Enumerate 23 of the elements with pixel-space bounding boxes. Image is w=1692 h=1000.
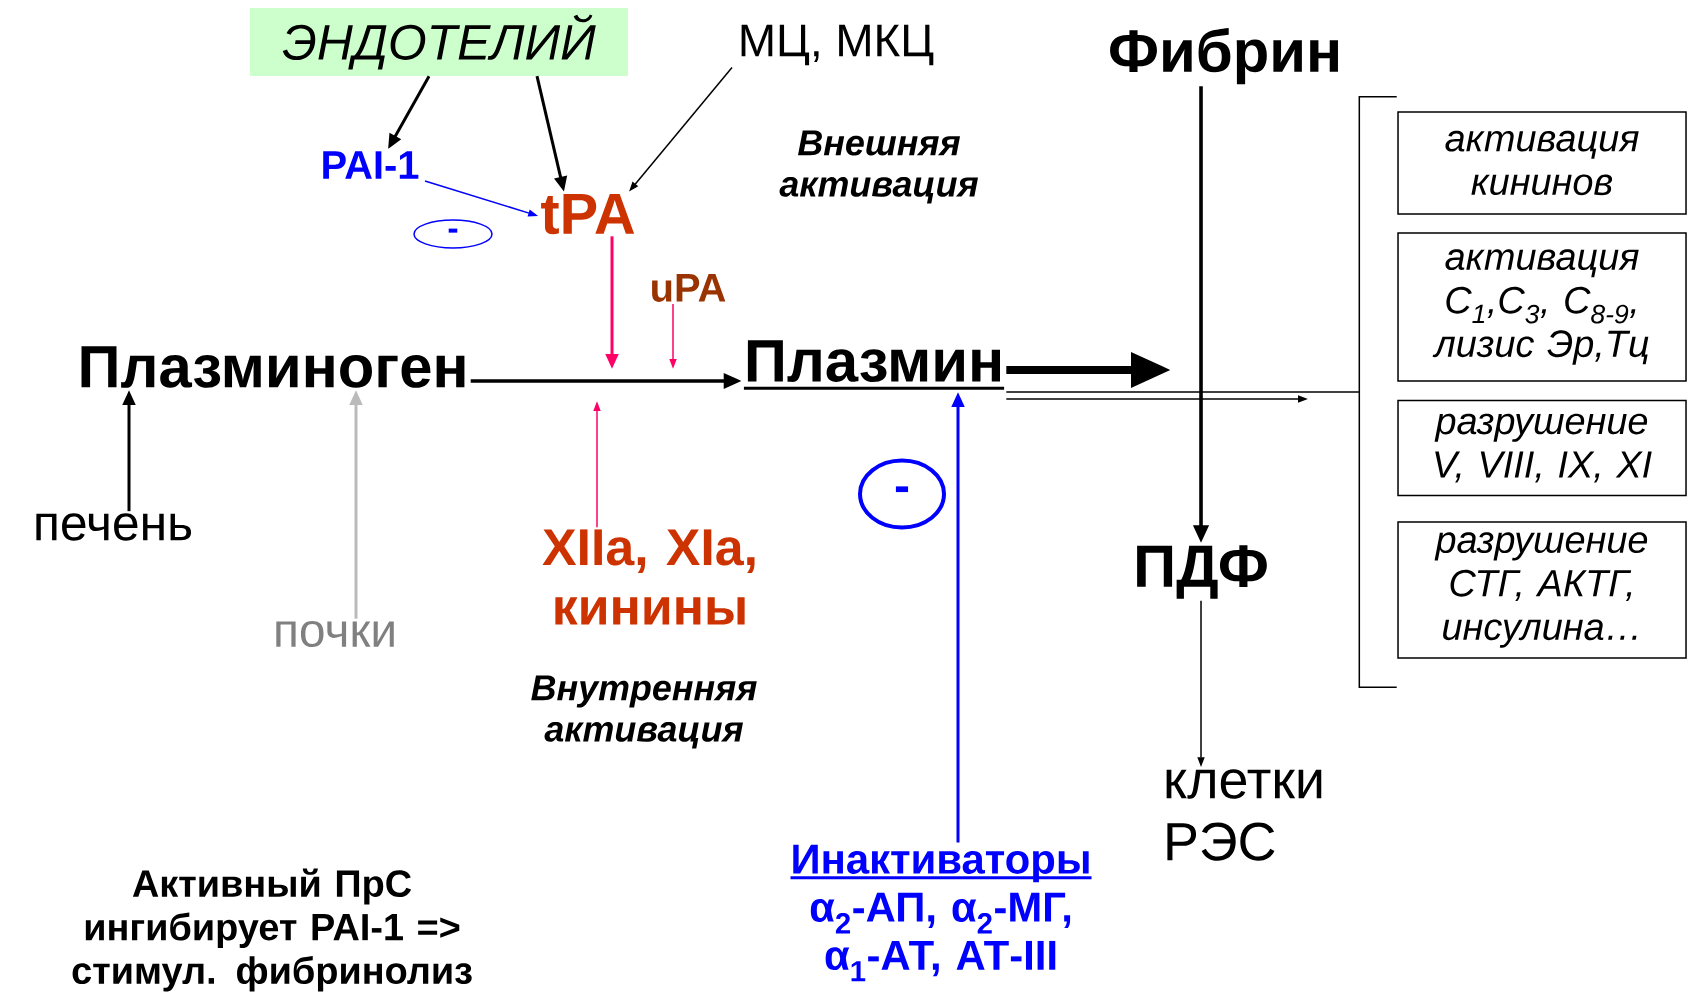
note-text: Активный ПрС ингибирует PAI-1 => стимул. фибринолиз: [72, 868, 472, 992]
organ-label: печень: [36, 513, 192, 541]
inhibitor-list: Инактиваторы α$_{2}$-АП, α$_{2}$-МГ, α$_{1}$-АТ, АТ-III: [790, 844, 1092, 982]
substance-label: ПДФ: [1137, 545, 1267, 599]
effect-box: разрушение V, VIII, IX, XI: [1397, 399, 1687, 497]
effect-box: активация C$_{1}$,C$_{3}$, C$_{8-9}$, лизис Эр,Тц: [1397, 232, 1687, 382]
activator-label: uPA: [652, 274, 726, 302]
line: [1005, 391, 1360, 393]
tissue-box: ЭНДОТЕЛИЙ: [250, 8, 628, 76]
inhibitor-label: PAI-1: [323, 151, 419, 179]
organ-label: почки: [276, 620, 394, 648]
activator-label: XIIa, XIa, кинины: [542, 529, 755, 625]
effect-box: разрушение СТГ, АКТГ, инсулина…: [1397, 521, 1687, 659]
substance-label: Плазмин: [743, 340, 1005, 390]
activation-label: Внутренняя активация: [531, 675, 757, 749]
cell-label: МЦ, МКЦ: [741, 24, 934, 66]
bracket: [1358, 96, 1398, 688]
substance-label: Плазминоген: [81, 346, 465, 388]
effect-box: активация кининов: [1397, 111, 1687, 215]
cell-label: клетки РЭС: [1166, 769, 1322, 861]
activator-label: tPA: [541, 193, 635, 235]
substance-label: Фибрин: [1110, 27, 1338, 85]
activation-label: Внешняя активация: [779, 130, 978, 204]
